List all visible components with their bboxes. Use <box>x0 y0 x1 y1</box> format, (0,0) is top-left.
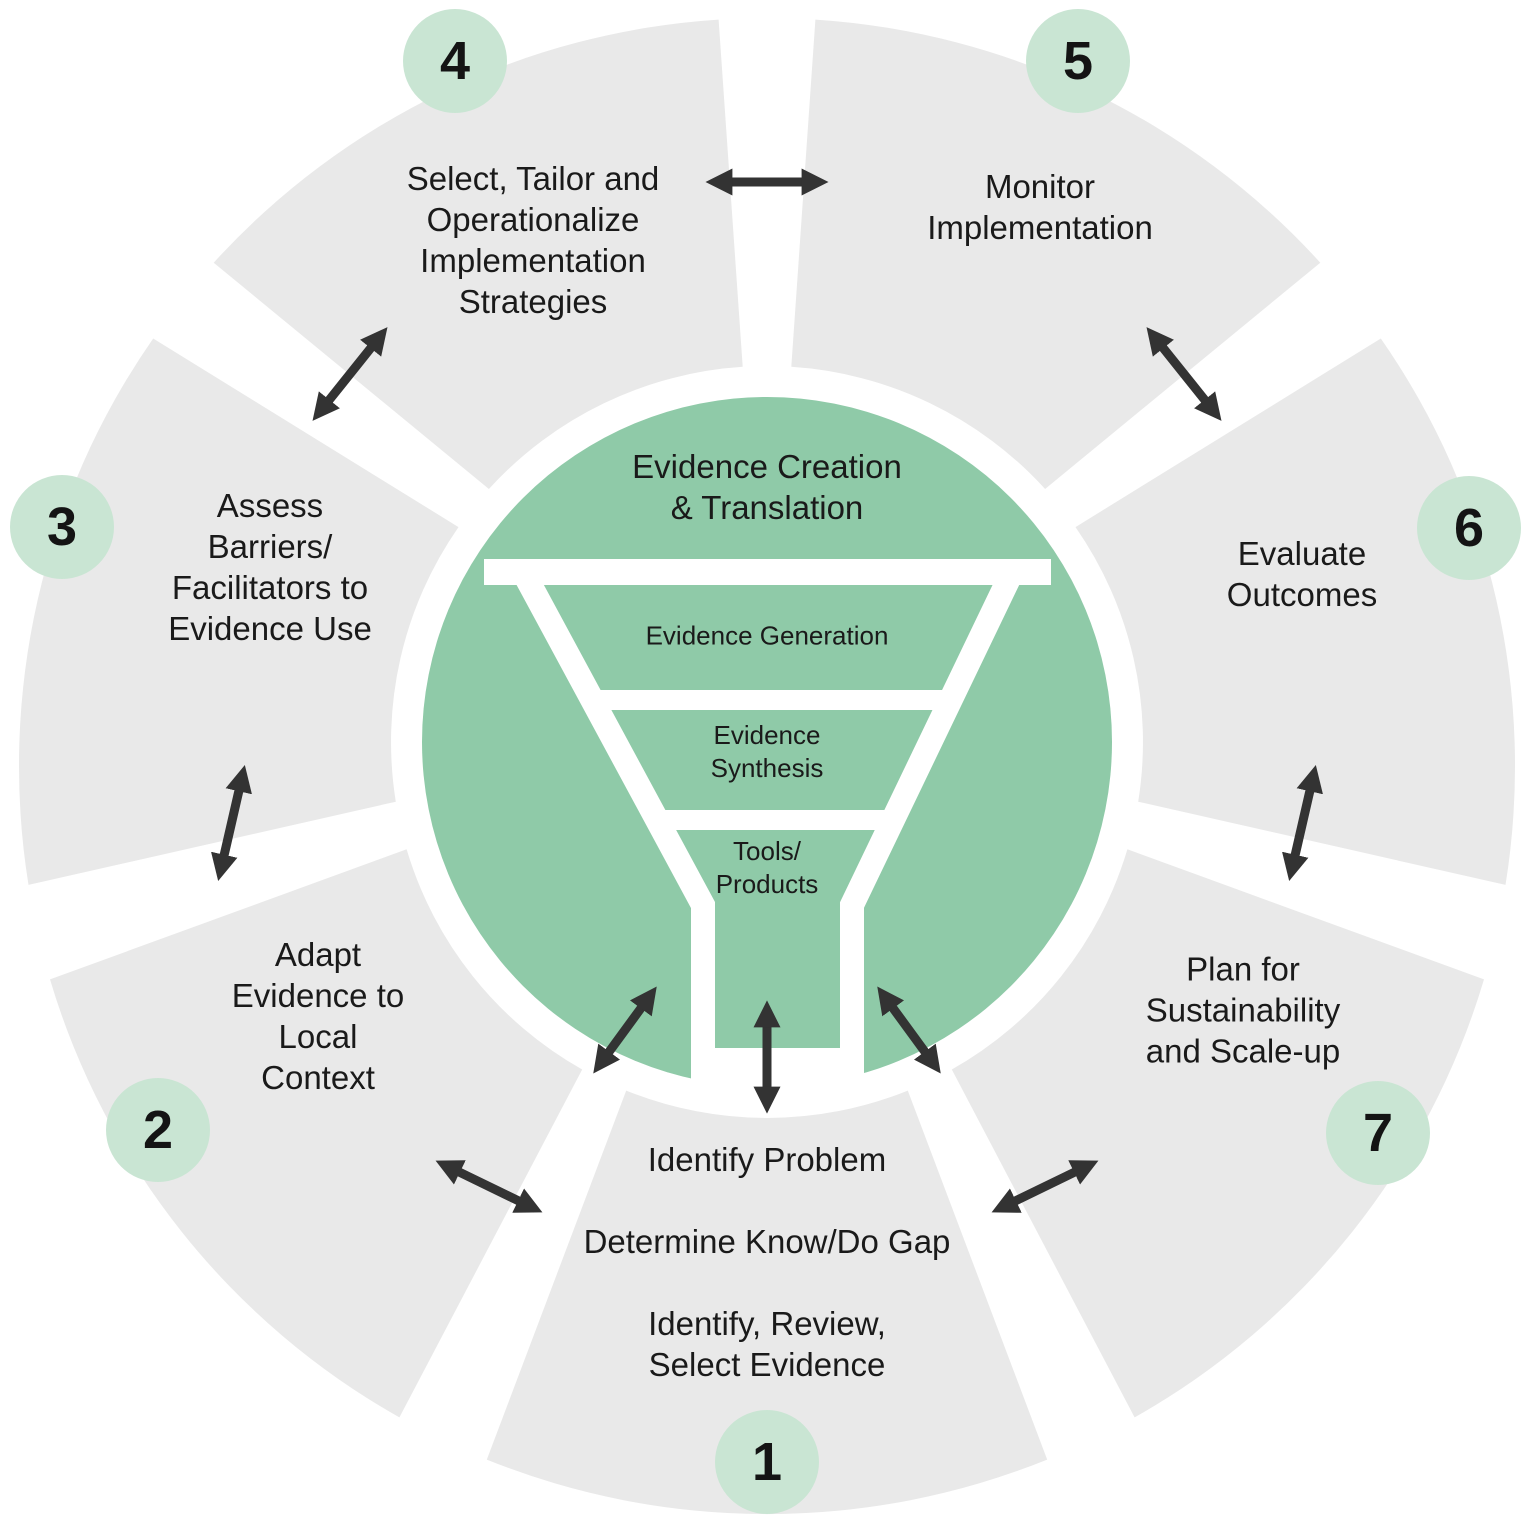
segment-2-wedge <box>50 849 583 1418</box>
segment-5-wedge <box>791 19 1321 489</box>
arrow-1-2 <box>435 1160 543 1213</box>
funnel-left-side <box>509 560 715 1094</box>
arrow-5-6 <box>1146 327 1222 421</box>
step-1-number: 1 <box>751 1432 783 1492</box>
step-3-badge-circle <box>10 475 114 579</box>
step-6-number: 6 <box>1453 498 1485 558</box>
funnel-section-3-label: Tools/ Products <box>715 836 819 899</box>
step-7-label: Plan for Sustainability and Scale-up <box>1145 950 1341 1070</box>
funnel-right-side <box>840 560 1026 1094</box>
step-5-badge-circle <box>1026 9 1130 113</box>
step-3-number: 3 <box>46 497 78 557</box>
segment-4-wedge <box>213 19 743 489</box>
step-1-label: Identify Problem Determine Know/Do Gap I… <box>583 1141 951 1383</box>
step-badges <box>10 9 1521 1514</box>
arrow-center-right <box>877 986 941 1074</box>
step-7-badge-circle <box>1326 1081 1430 1185</box>
step-5-number: 5 <box>1062 31 1094 91</box>
step-2-badge-circle <box>106 1078 210 1182</box>
ring-segments <box>18 19 1516 1515</box>
arrow-7-1 <box>991 1160 1099 1213</box>
arrow-2-3 <box>211 764 252 882</box>
segment-6-wedge <box>1075 338 1516 885</box>
step-3-label: Assess Barriers/ Facilitators to Evidenc… <box>168 487 372 647</box>
cycle-arrows <box>211 168 1323 1213</box>
step-4-number: 4 <box>439 31 471 91</box>
step-6-badge-circle <box>1417 476 1521 580</box>
step-5-label: Monitor Implementation <box>927 168 1153 246</box>
step-4-badge-circle <box>403 9 507 113</box>
segment-3-wedge <box>18 338 459 885</box>
step-1-badge-circle <box>715 1410 819 1514</box>
step-2-number: 2 <box>142 1100 174 1160</box>
step-4-label: Select, Tailor and Operationalize Implem… <box>406 160 660 320</box>
arrow-3-4 <box>312 327 388 421</box>
funnel-stem-opening <box>691 1048 864 1094</box>
funnel-section-2-label: Evidence Synthesis <box>710 720 824 783</box>
step-6-label: Evaluate Outcomes <box>1226 535 1378 613</box>
arrow-center-left <box>593 986 657 1074</box>
step-2-label: Adapt Evidence to Local Context <box>231 936 405 1096</box>
funnel-section-1-label: Evidence Generation <box>645 620 889 651</box>
step-7-number: 7 <box>1362 1103 1394 1163</box>
arrow-6-7 <box>1282 764 1323 882</box>
segment-7-wedge <box>951 849 1484 1418</box>
segment-1-wedge <box>486 1090 1048 1515</box>
center-title: Evidence Creation & Translation <box>632 448 902 526</box>
